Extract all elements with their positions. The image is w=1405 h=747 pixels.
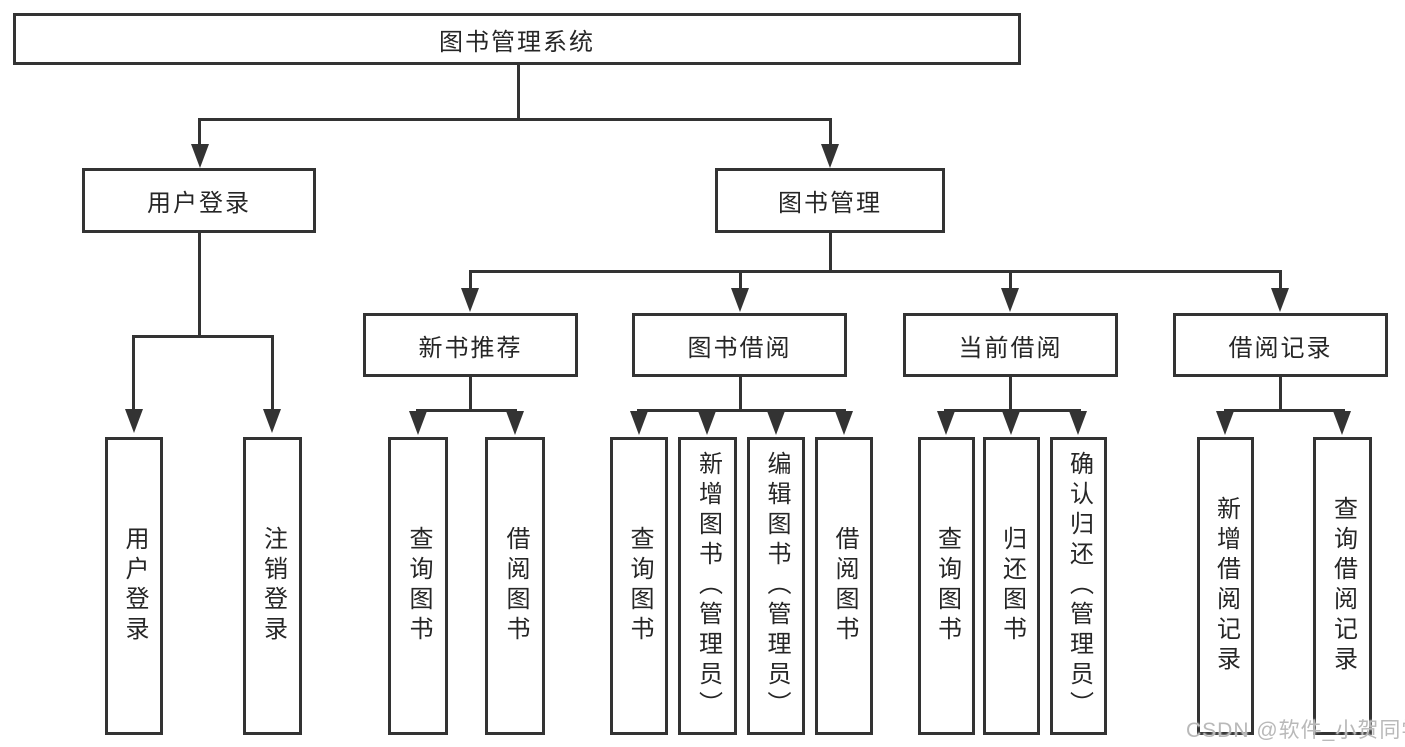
node-book-borrowing: 图书借阅 xyxy=(632,313,847,377)
arrow-down-icon xyxy=(409,411,427,435)
connector-line xyxy=(944,409,1081,412)
arrow-down-icon xyxy=(1333,411,1351,435)
node-label: 借阅图书 xyxy=(502,526,529,646)
arrow-down-icon xyxy=(263,409,281,433)
node-label: 新增图书（管理员） xyxy=(694,451,722,721)
connector-line xyxy=(271,338,274,410)
arrow-down-icon xyxy=(767,411,785,435)
connector-line xyxy=(1279,377,1282,412)
connector-line xyxy=(739,377,742,412)
connector-line xyxy=(1009,273,1012,289)
connector-line xyxy=(1224,409,1345,412)
node-label: 查询图书 xyxy=(933,526,961,646)
arrow-down-icon xyxy=(835,411,853,435)
arrow-down-icon xyxy=(821,144,839,168)
arrow-down-icon xyxy=(1002,411,1020,435)
arrow-down-icon xyxy=(1001,288,1019,312)
leaf-borrow-books-recommend: 借阅图书 xyxy=(485,437,545,735)
leaf-borrow-books-borrowing: 借阅图书 xyxy=(815,437,873,735)
leaf-query-borrow-record: 查询借阅记录 xyxy=(1313,437,1372,735)
leaf-query-books-current: 查询图书 xyxy=(918,437,975,735)
node-library-management-system: 图书管理系统 xyxy=(13,13,1021,65)
node-label: 归还图书 xyxy=(998,526,1026,646)
connector-line xyxy=(132,335,274,338)
node-label: 当前借阅 xyxy=(958,334,1063,362)
node-new-book-recommend: 新书推荐 xyxy=(363,313,578,377)
connector-line xyxy=(469,377,472,412)
connector-line xyxy=(132,338,135,410)
connector-line xyxy=(829,121,832,147)
leaf-query-books-borrowing: 查询图书 xyxy=(610,437,668,735)
node-label: 注销登录 xyxy=(259,526,287,646)
arrow-down-icon xyxy=(731,288,749,312)
node-book-management: 图书管理 xyxy=(715,168,945,233)
leaf-add-books-admin: 新增图书（管理员） xyxy=(678,437,737,735)
arrow-down-icon xyxy=(1271,288,1289,312)
node-label: 图书管理 xyxy=(778,190,882,217)
connector-line xyxy=(1279,273,1282,289)
leaf-user-login: 用户登录 xyxy=(105,437,163,735)
node-label: 图书借阅 xyxy=(687,334,792,362)
node-label: 编辑图书（管理员） xyxy=(763,451,790,721)
connector-line xyxy=(198,118,832,121)
leaf-add-borrow-record: 新增借阅记录 xyxy=(1197,437,1254,735)
node-borrowing-records: 借阅记录 xyxy=(1173,313,1388,377)
node-label: 新书推荐 xyxy=(418,334,523,362)
leaf-confirm-return-admin: 确认归还（管理员） xyxy=(1050,437,1107,735)
leaf-logout: 注销登录 xyxy=(243,437,302,735)
arrow-down-icon xyxy=(191,144,209,168)
node-current-borrowing: 当前借阅 xyxy=(903,313,1118,377)
arrow-down-icon xyxy=(506,411,524,435)
node-label: 用户登录 xyxy=(121,526,148,646)
node-label: 确认归还（管理员） xyxy=(1065,451,1093,721)
connector-line xyxy=(416,409,517,412)
connector-line xyxy=(198,233,201,338)
connector-line xyxy=(469,273,472,289)
node-label: 用户登录 xyxy=(147,190,251,217)
arrow-down-icon xyxy=(937,411,955,435)
arrow-down-icon xyxy=(698,411,716,435)
leaf-edit-books-admin: 编辑图书（管理员） xyxy=(747,437,805,735)
connector-line xyxy=(739,273,742,289)
arrow-down-icon xyxy=(1069,411,1087,435)
arrow-down-icon xyxy=(1216,411,1234,435)
connector-line xyxy=(1009,377,1012,412)
node-label: 查询图书 xyxy=(405,526,432,646)
leaf-return-books: 归还图书 xyxy=(983,437,1040,735)
arrow-down-icon xyxy=(125,409,143,433)
node-label: 图书管理系统 xyxy=(439,28,595,56)
node-label: 新增借阅记录 xyxy=(1212,496,1240,676)
watermark: CSDN @软件_小贺同学 xyxy=(1186,719,1405,742)
node-label: 借阅记录 xyxy=(1228,334,1333,362)
node-user-login: 用户登录 xyxy=(82,168,316,233)
node-label: 查询借阅记录 xyxy=(1329,496,1357,676)
leaf-query-books-recommend: 查询图书 xyxy=(388,437,448,735)
connector-line xyxy=(517,64,520,120)
node-label: 查询图书 xyxy=(626,526,653,646)
arrow-down-icon xyxy=(630,411,648,435)
connector-line xyxy=(637,409,846,412)
node-label: 借阅图书 xyxy=(831,526,858,646)
connector-line xyxy=(469,270,1282,273)
connector-line xyxy=(198,121,201,147)
connector-line xyxy=(829,233,832,273)
arrow-down-icon xyxy=(461,288,479,312)
